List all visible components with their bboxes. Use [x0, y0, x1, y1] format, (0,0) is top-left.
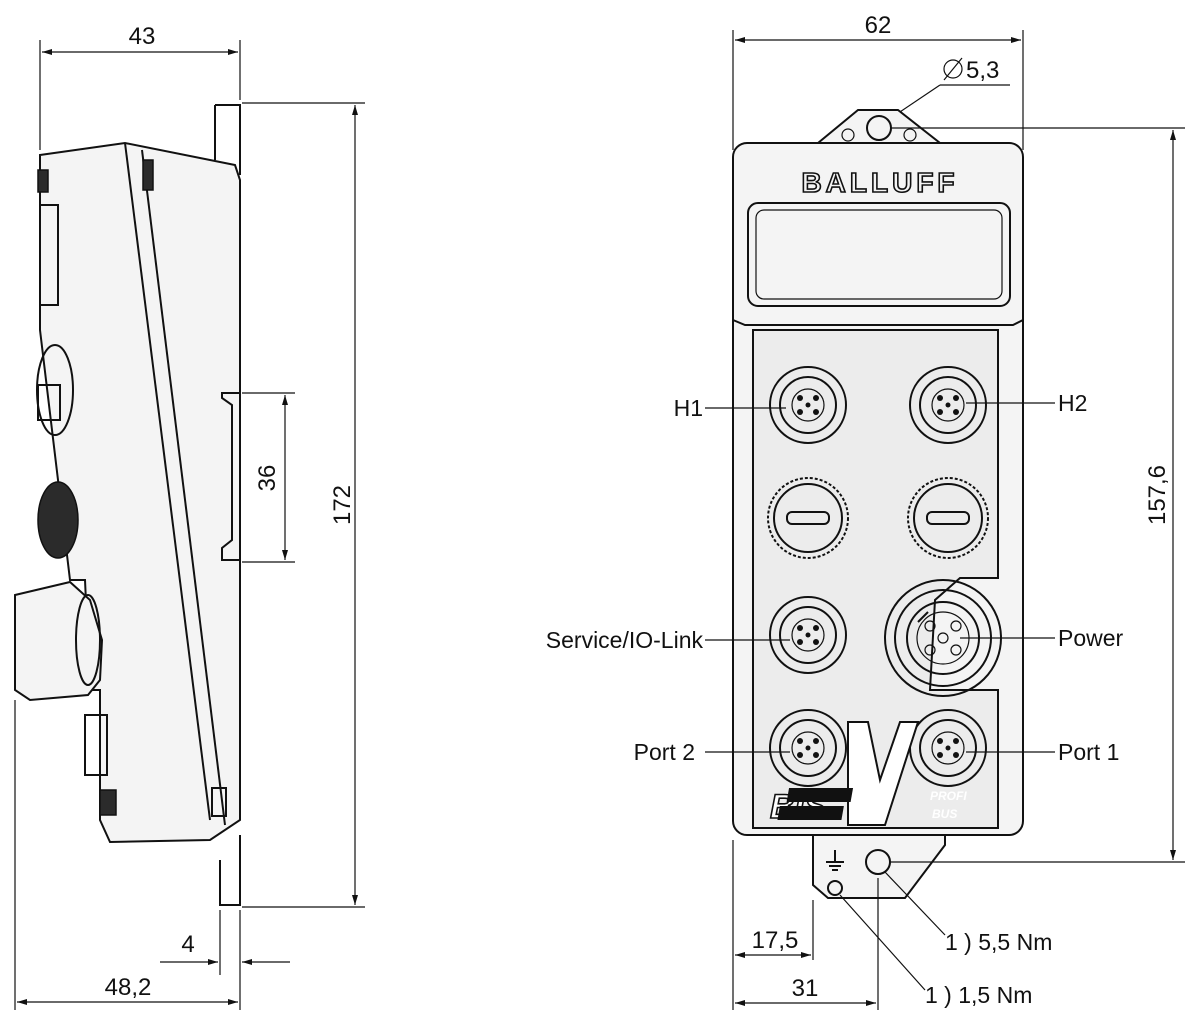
ground-screw-hole	[827, 880, 843, 896]
protocol-badge: PROFI BUS	[777, 788, 967, 821]
side-view: 43	[14, 23, 365, 1010]
protocol-line2: BUS	[932, 807, 957, 821]
cap-left	[767, 477, 849, 559]
label-port2: Port 2	[634, 739, 695, 765]
connector-panel	[752, 329, 999, 829]
service-connector	[769, 596, 847, 674]
side-housing	[14, 141, 241, 844]
dim-side-bottom-width: 48,2	[105, 974, 152, 1001]
top-mounting-tab	[815, 109, 943, 144]
dim-hole-spacing: 157,6	[1144, 465, 1171, 525]
label-h2: H2	[1058, 390, 1087, 416]
dim-side-small: 4	[181, 931, 194, 958]
display-window	[747, 202, 1011, 307]
dim-side-rail: 36	[254, 465, 281, 492]
dim-hole-diameter-group: 5,3	[887, 57, 1010, 121]
protocol-line1: PROFI	[930, 789, 967, 803]
label-power: Power	[1058, 625, 1124, 651]
dim-offset-small: 17,5	[752, 927, 799, 954]
label-service: Service/IO-Link	[546, 627, 704, 653]
torque-callout-1: 1 ) 5,5 Nm	[945, 929, 1052, 955]
dim-front-width: 62	[865, 12, 892, 39]
port2-connector	[769, 709, 847, 787]
dim-offset-large: 31	[792, 975, 819, 1002]
dim-side-top-width: 43	[129, 23, 156, 50]
ground-icon	[826, 850, 844, 871]
label-h1: H1	[674, 395, 703, 421]
h1-connector	[769, 366, 847, 444]
side-mounting-rail	[214, 104, 241, 906]
front-view: 62 5,3 BALLUFF	[546, 12, 1185, 1010]
cap-right	[907, 477, 989, 559]
h2-connector	[909, 366, 987, 444]
bottom-mounting-tab	[812, 834, 946, 899]
dim-hole-diameter: 5,3	[966, 57, 999, 84]
torque-callout-2: 1 ) 1,5 Nm	[925, 982, 1032, 1008]
dim-side-height: 172	[329, 485, 356, 525]
brand-logo: BALLUFF	[801, 167, 958, 198]
label-port1: Port 1	[1058, 739, 1119, 765]
v-logo	[847, 721, 920, 826]
